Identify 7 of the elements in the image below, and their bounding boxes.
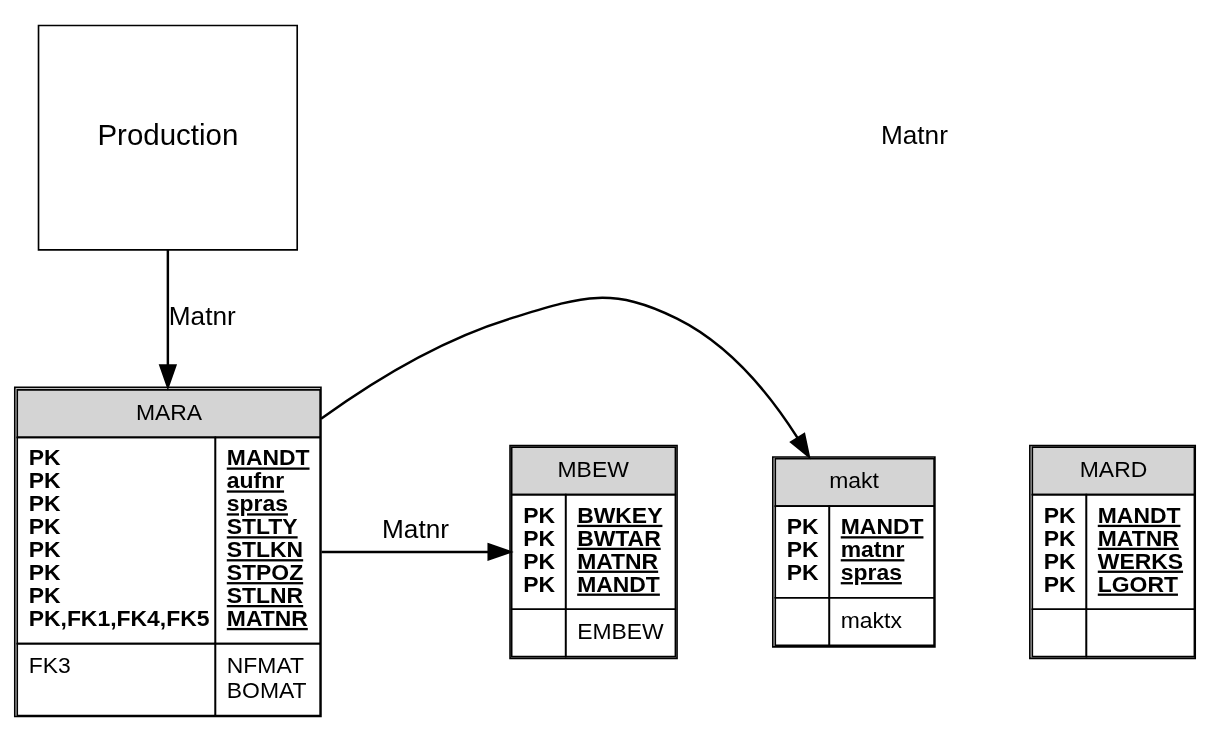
edge-label: Matnr [168, 300, 236, 331]
arrow [320, 296, 811, 460]
arrow [158, 249, 178, 391]
arrow [321, 542, 514, 561]
node-box: Production [37, 24, 298, 251]
edge-label: Matnr [382, 513, 449, 544]
label: Matnr [880, 119, 948, 150]
